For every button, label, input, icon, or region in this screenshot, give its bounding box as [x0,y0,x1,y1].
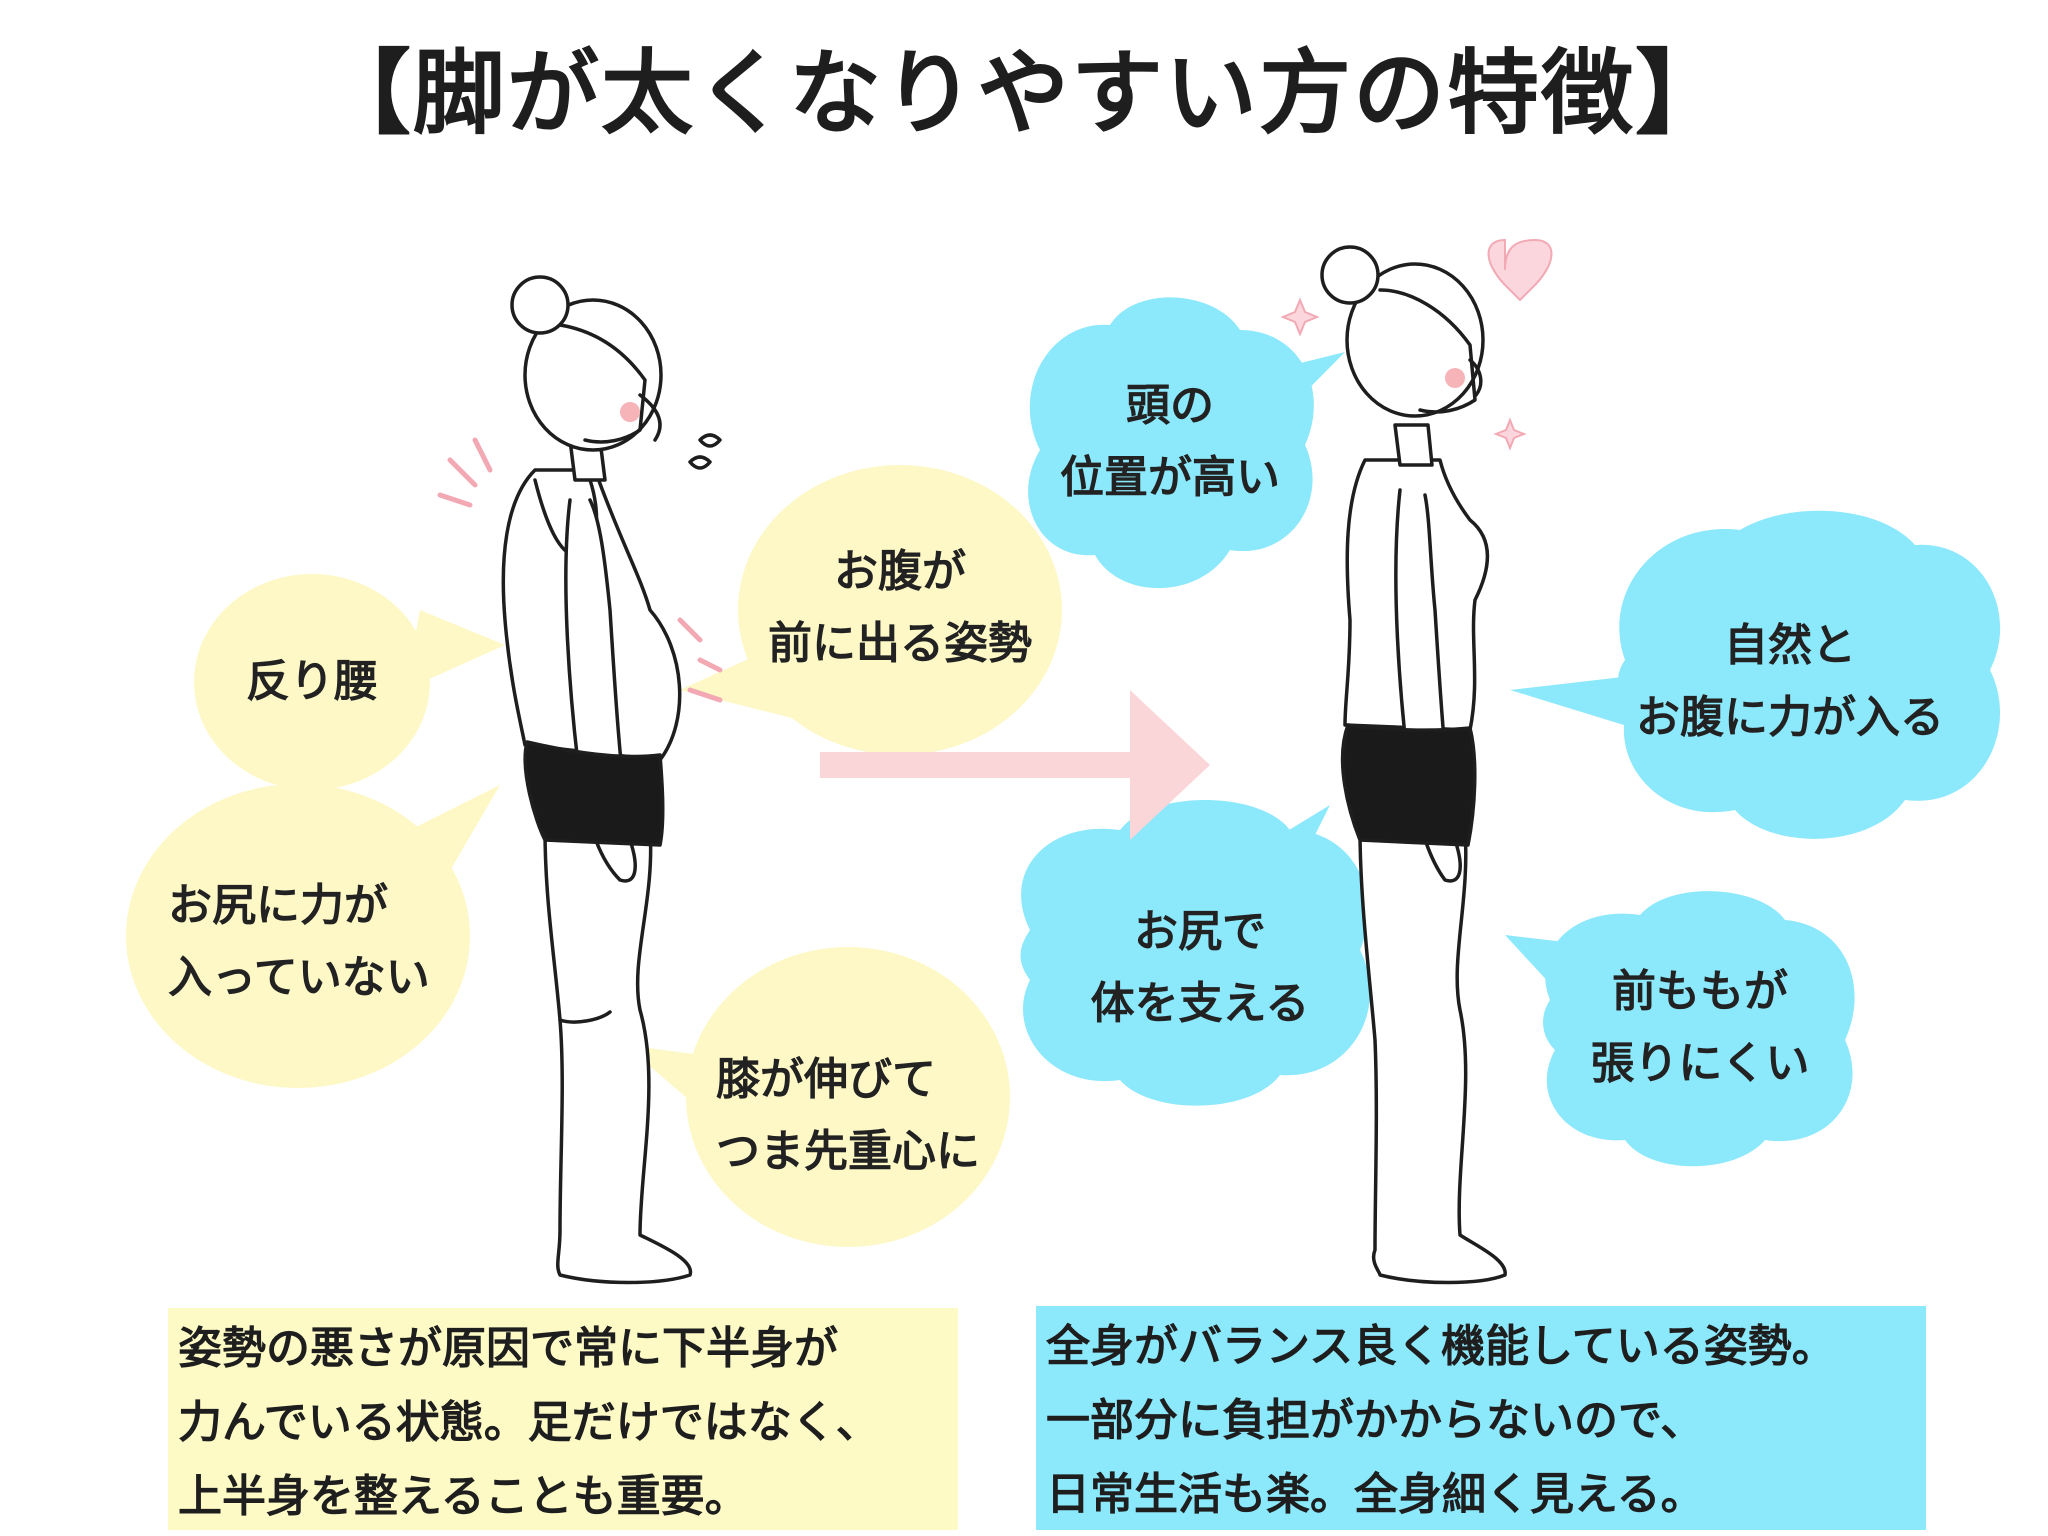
bad-bubble-onaka [680,465,1062,755]
good-bubble-maemomo-text: 前ももが 張りにくい [1560,956,1840,1100]
bubble-line: つま先重心に [716,1126,980,1177]
good-bubble-onaka [1510,510,2001,839]
bubble-line: 前ももが [1612,966,1788,1017]
note-line: 上半身を整えることも重要。 [178,1471,749,1522]
good-bubble-oshiri-text: お尻で 体を支える [1050,896,1350,1040]
transition-arrow [820,690,1210,840]
good-bubble-atama [1028,297,1345,589]
bubble-line: 自然と [1724,620,1856,671]
bubble-line: お腹に力が入る [1636,692,1944,743]
good-bubble-onaka-text: 自然と お腹に力が入る [1610,610,1970,754]
good-posture-figure [1320,245,1507,1285]
note-line: 一部分に負担がかからないので、 [1046,1395,1705,1446]
bubble-line: 位置が高い [1060,452,1280,503]
bad-bubble-onaka-text: お腹が 前に出る姿勢 [740,536,1060,680]
bad-bubble-oshiri [126,784,500,1088]
good-bubble-oshiri [1020,800,1371,1106]
bubble-line: お腹が [834,546,966,597]
bad-emphasis-marks [437,437,723,703]
note-line: 力んでいる状態。足だけではなく、 [178,1397,880,1448]
note-line: 全身がバランス良く機能している姿勢。 [1046,1321,1836,1372]
bubble-line: お尻で [1134,906,1266,957]
bad-bubble-hiza [625,947,1010,1247]
bad-bubble-oshiri-text: お尻に力が 入っていない [168,870,468,1014]
good-posture-note: 全身がバランス良く機能している姿勢。 一部分に負担がかからないので、 日常生活も… [1036,1306,1926,1530]
note-line: 姿勢の悪さが原因で常に下半身が [178,1323,838,1374]
bubble-line: 頭の [1126,380,1214,431]
page-title: 【脚が太くなりやすい方の特徴】 [318,40,1729,147]
bubble-line: お尻に力が [168,880,388,931]
good-bubble-maemomo [1505,891,1855,1167]
bubble-line: 体を支える [1090,978,1310,1029]
bad-bubble-sori-goshi-text: 反り腰 [212,646,412,718]
note-line: 日常生活も楽。全身細く見える。 [1046,1469,1705,1520]
bubble-line: 膝が伸びて [716,1054,936,1105]
bad-posture-note: 姿勢の悪さが原因で常に下半身が 力んでいる状態。足だけではなく、 上半身を整える… [168,1308,958,1530]
bubble-line: 反り腰 [246,656,378,707]
bubble-line: 張りにくい [1590,1038,1810,1089]
good-bubble-atama-text: 頭の 位置が高い [1030,370,1310,514]
bad-bubble-hiza-text: 膝が伸びて つま先重心に [716,1044,1016,1188]
bad-bubble-sori-goshi [194,574,505,790]
bubble-line: 入っていない [168,952,430,1003]
bad-posture-figure [501,275,722,1285]
good-sparkles [1280,238,1553,451]
bubble-line: 前に出る姿勢 [768,618,1032,669]
